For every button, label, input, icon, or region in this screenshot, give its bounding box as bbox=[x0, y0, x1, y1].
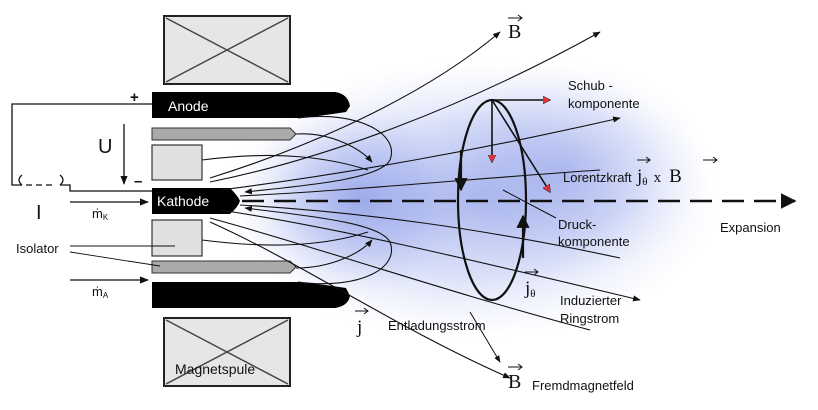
plus-sign: + bbox=[130, 89, 139, 106]
current-label: I bbox=[36, 202, 42, 224]
mass-flow-k-label: ṁK bbox=[92, 206, 109, 222]
fremdmagnetfeld-label: Fremdmagnetfeld bbox=[532, 378, 634, 393]
magnet-coil-top bbox=[163, 15, 291, 85]
entladungsstrom-pointer bbox=[469, 311, 501, 363]
schub-label-1: Schub - bbox=[568, 78, 613, 93]
b-bottom-label: B bbox=[508, 371, 521, 393]
insulator-block-bottom bbox=[151, 219, 203, 257]
insulator-plate-top bbox=[151, 127, 297, 141]
expansion-label: Expansion bbox=[720, 220, 781, 235]
anode-top bbox=[152, 92, 350, 118]
cathode bbox=[152, 188, 240, 214]
magnet-coil-bottom bbox=[163, 317, 291, 387]
magnetspule-label: Magnetspule bbox=[175, 361, 255, 377]
external-circuit bbox=[11, 103, 152, 192]
isolator-pointer-2 bbox=[69, 251, 161, 267]
minus-sign: – bbox=[134, 173, 142, 190]
druck-label-1: Druck- bbox=[558, 217, 596, 232]
force-vectors bbox=[492, 100, 550, 192]
kathode-label: Kathode bbox=[157, 193, 209, 209]
ringstrom-label: Ringstrom bbox=[560, 311, 619, 326]
discharge-current-loops bbox=[201, 116, 393, 285]
entladungsstrom-label: Entladungsstrom bbox=[388, 318, 486, 333]
induzierter-label: Induzierter bbox=[560, 293, 622, 308]
j-vec-label: j bbox=[356, 317, 362, 338]
lorentz-label: Lorentzkraft bbox=[563, 170, 632, 185]
insulator-block-top bbox=[151, 144, 203, 181]
mass-flow-a-label: ṁA bbox=[92, 284, 109, 300]
anode-bottom bbox=[152, 282, 350, 308]
anode-label: Anode bbox=[168, 98, 209, 114]
druck-pointer bbox=[502, 189, 557, 219]
magnetic-field-lines bbox=[209, 31, 641, 379]
druck-label-2: komponente bbox=[558, 234, 630, 249]
voltage-label: U bbox=[98, 136, 112, 158]
insulator-plate-bottom bbox=[151, 260, 297, 274]
isolator-label: Isolator bbox=[16, 241, 59, 256]
vector-bars bbox=[355, 14, 718, 371]
schub-label-2: komponente bbox=[568, 96, 640, 111]
j-theta-label: jθ bbox=[524, 278, 536, 300]
b-top-label: B bbox=[508, 21, 521, 43]
